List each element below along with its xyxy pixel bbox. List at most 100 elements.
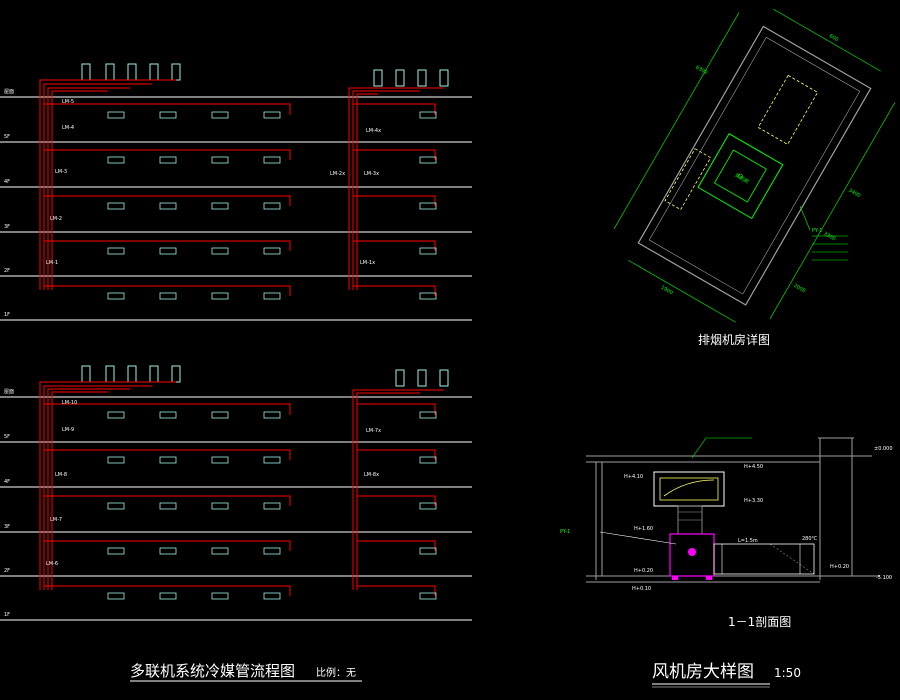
branch-label: LM-5 — [62, 99, 74, 105]
indoor-unit — [211, 247, 229, 255]
outdoor-unit — [373, 69, 383, 87]
indoor-unit — [107, 111, 125, 119]
indoor-unit — [263, 156, 281, 164]
indoor-unit — [107, 202, 125, 210]
main-title-scale: 比例：无 — [316, 666, 356, 679]
floor-label: 屋面 — [4, 89, 14, 95]
dimension-line — [628, 259, 736, 323]
indoor-unit — [159, 411, 177, 419]
fan-foot — [672, 576, 678, 580]
fan-coil — [659, 477, 719, 501]
indoor-unit — [419, 502, 437, 510]
branch-pipe — [44, 240, 291, 251]
branch-pipe — [44, 449, 291, 460]
branch-pipe — [357, 449, 436, 460]
indoor-unit — [211, 156, 229, 164]
branch-label: LM-2 — [50, 216, 62, 222]
fan-curve — [663, 479, 715, 497]
indoor-unit — [419, 247, 437, 255]
indoor-unit — [211, 411, 229, 419]
lower-indoor-units — [107, 411, 437, 600]
fan-motor-mark — [688, 548, 696, 556]
indoor-unit — [159, 592, 177, 600]
height-label: H+3.30 — [744, 498, 763, 504]
branch-pipe — [357, 403, 436, 415]
riser-pipe — [47, 388, 130, 590]
suspended-fan — [653, 471, 725, 507]
riser-pipe — [348, 87, 444, 290]
indoor-unit — [263, 247, 281, 255]
riser-pipe — [47, 87, 130, 290]
indoor-unit — [211, 456, 229, 464]
dimension-label: 3400 — [847, 188, 861, 200]
indoor-unit — [419, 202, 437, 210]
branch-label: LM-1x — [360, 260, 375, 266]
fan-foot — [706, 576, 712, 580]
indoor-unit — [107, 247, 125, 255]
branch-label: LM-7 — [50, 517, 62, 523]
height-label: H+0.20 — [634, 568, 653, 574]
upper-floor-lines — [0, 96, 472, 321]
lower-branch-labels: LM-10 LM-9 LM-8 LM-7 LM-6 LM-7x LM-8x — [46, 400, 381, 567]
branch-pipe — [44, 495, 291, 506]
room-inner-outline — [648, 36, 861, 295]
floor-label: 屋面 — [4, 389, 14, 395]
leader-line — [691, 437, 707, 459]
riser-pipe — [43, 385, 152, 590]
branch-label: LM-4 — [62, 125, 74, 131]
indoor-unit — [159, 456, 177, 464]
lower-outdoor-units — [81, 365, 449, 387]
dimension-line — [769, 102, 896, 320]
branch-pipe — [357, 540, 436, 551]
branch-pipe — [44, 403, 291, 415]
dimension-label: 6300 — [694, 65, 708, 77]
duct-length-label: L=1.5m — [738, 538, 758, 544]
indoor-unit — [211, 111, 229, 119]
floor-label: 3F — [4, 524, 10, 530]
elevation-label: ±0.000 — [874, 446, 893, 452]
outdoor-unit — [395, 69, 405, 87]
floor-label: 3F — [4, 224, 10, 230]
duct-box-side — [664, 148, 712, 211]
branch-pipe — [44, 285, 291, 296]
outdoor-unit — [417, 69, 427, 87]
height-label: H+4.10 — [624, 474, 643, 480]
indoor-unit — [107, 502, 125, 510]
upper-risers — [39, 79, 444, 290]
indoor-unit — [107, 156, 125, 164]
floor-label: 2F — [4, 268, 10, 274]
indoor-unit — [419, 456, 437, 464]
equipment-tag: PY-1 — [812, 228, 822, 234]
indoor-unit — [107, 411, 125, 419]
indoor-unit — [263, 592, 281, 600]
branch-label: LM-8x — [364, 472, 379, 478]
branch-label: LM-10 — [62, 400, 77, 406]
outdoor-unit — [105, 63, 115, 81]
leader-line — [599, 531, 677, 545]
dimension-label: 3300 — [822, 231, 836, 243]
indoor-unit — [159, 502, 177, 510]
indoor-unit — [107, 547, 125, 555]
lower-risers — [39, 381, 444, 590]
fan-center-mark — [738, 173, 743, 179]
indoor-unit — [419, 111, 437, 119]
outdoor-unit — [439, 69, 449, 87]
outdoor-unit — [81, 365, 91, 383]
fan-room-title: 风机房大样图 — [652, 662, 754, 682]
height-label: H+0.20 — [830, 564, 849, 570]
dimension-line — [613, 12, 740, 230]
outdoor-unit — [149, 365, 159, 383]
branch-label: LM-9 — [62, 427, 74, 433]
indoor-unit — [419, 592, 437, 600]
branch-pipe — [44, 585, 291, 596]
riser-pipe — [356, 93, 378, 290]
branch-pipe — [44, 195, 291, 206]
indoor-unit — [211, 202, 229, 210]
fan-room-section: ±0.000 -5.100 H+4.10 H+4.50 H+3.30 H+1.6… — [560, 437, 893, 629]
indoor-unit — [159, 111, 177, 119]
branch-pipe — [44, 103, 291, 115]
floor-label: 4F — [4, 179, 10, 185]
indoor-unit — [419, 411, 437, 419]
branch-label: LM-3x — [364, 171, 379, 177]
